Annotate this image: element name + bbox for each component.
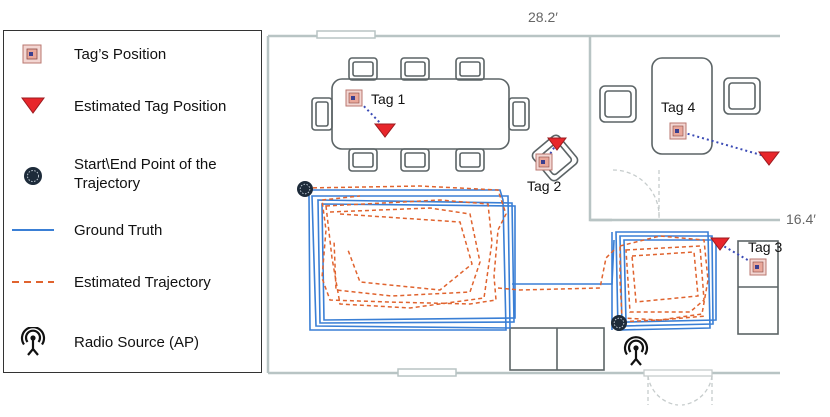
estimated-tag-triangle-icon: [21, 97, 45, 114]
radio-source-icon: [20, 327, 46, 356]
dining-chairs: [311, 57, 530, 172]
windows: [316, 30, 457, 377]
tag-3-marker: [749, 258, 767, 276]
legend-label-estimated-trajectory: Estimated Trajectory: [74, 274, 211, 291]
dining-table: [311, 57, 530, 172]
tag-1-label: Tag 1: [371, 91, 405, 107]
start-end-point-icon: [24, 167, 42, 185]
legend-label-start-end: Start\End Point of the Trajectory: [74, 156, 217, 192]
start-end-point-2: [611, 315, 627, 331]
tag-2-label: Tag 2: [527, 178, 561, 194]
shelves: [509, 240, 779, 371]
ground-truth-line-icon: [12, 229, 54, 231]
legend-item-ground-truth: Ground Truth: [4, 215, 261, 249]
legend-label-radio-source: Radio Source (AP): [74, 334, 200, 351]
doors: [612, 169, 713, 406]
estimated-tag-2: [547, 137, 567, 151]
start-end-point-1: [297, 181, 313, 197]
tag-markers: [345, 89, 767, 276]
estimated-trajectory: [305, 185, 709, 323]
legend-label-tag: Tag’s Position: [74, 46, 167, 63]
legend-item-start-end: Start\End Point of the Trajectory: [4, 149, 261, 197]
tag-4-label: Tag 4: [661, 99, 695, 115]
legend-label-ground-truth: Ground Truth: [74, 222, 163, 239]
estimated-tag-4: [757, 151, 781, 166]
legend-item-estimated-tag: Estimated Tag Position: [4, 89, 261, 123]
legend: Tag’s Position Estimated Tag Position St…: [3, 30, 262, 373]
legend-item-estimated-trajectory: Estimated Trajectory: [4, 267, 261, 301]
tag-2-marker: [535, 153, 553, 171]
estimated-tag-positions: [373, 123, 781, 251]
tag-3-label: Tag 3: [748, 239, 782, 255]
bedroom-furniture: [599, 57, 761, 155]
tag-icon: [22, 44, 42, 64]
legend-label-estimated-tag: Estimated Tag Position: [74, 98, 227, 115]
estimated-trajectory-line-icon: [12, 281, 54, 283]
ground-truth-trajectory: [303, 189, 717, 331]
walls: [266, 34, 780, 375]
legend-item-radio-source: Radio Source (AP): [4, 325, 261, 359]
tag-1-marker: [345, 89, 363, 107]
tag-4-marker: [669, 122, 687, 140]
estimated-tag-3: [710, 237, 730, 251]
width-dimension-label: 28.2′: [528, 9, 558, 25]
legend-item-tag: Tag’s Position: [4, 37, 261, 71]
radio-source-ap-icon: [623, 336, 649, 366]
tag-estimate-links: [356, 98, 769, 267]
height-dimension-label: 16.4′: [786, 211, 816, 227]
estimated-tag-1: [373, 123, 397, 138]
